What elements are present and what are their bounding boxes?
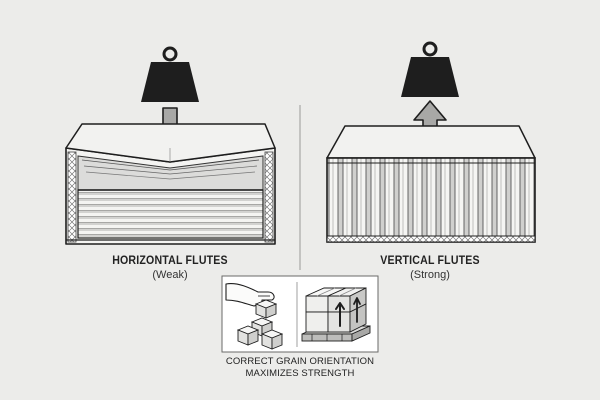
left-weight-icon <box>141 46 199 102</box>
pallet-boxes-icon <box>301 287 371 342</box>
hand-stacking-boxes-icon <box>225 283 284 350</box>
inset-caption-line2: MAXIMIZES STRENGTH <box>245 368 355 379</box>
horizontal-flutes-title: HORIZONTAL FLUTES <box>112 255 228 267</box>
vertical-flutes-title: VERTICAL FLUTES <box>380 255 480 267</box>
inset-caption-line1: CORRECT GRAIN ORIENTATION <box>225 356 375 367</box>
right-weight-icon <box>401 41 459 97</box>
vertical-flutes-caption: VERTICAL FLUTES (Strong) <box>330 255 530 281</box>
horizontal-flutes-subtitle: (Weak) <box>152 269 188 281</box>
horizontal-flutes-caption: HORIZONTAL FLUTES (Weak) <box>70 255 270 281</box>
inset-caption: CORRECT GRAIN ORIENTATION MAXIMIZES STRE… <box>200 356 400 380</box>
horizontal-flute-board <box>65 123 276 245</box>
vertical-flutes-subtitle: (Strong) <box>410 269 450 281</box>
vertical-flute-board <box>326 125 536 243</box>
